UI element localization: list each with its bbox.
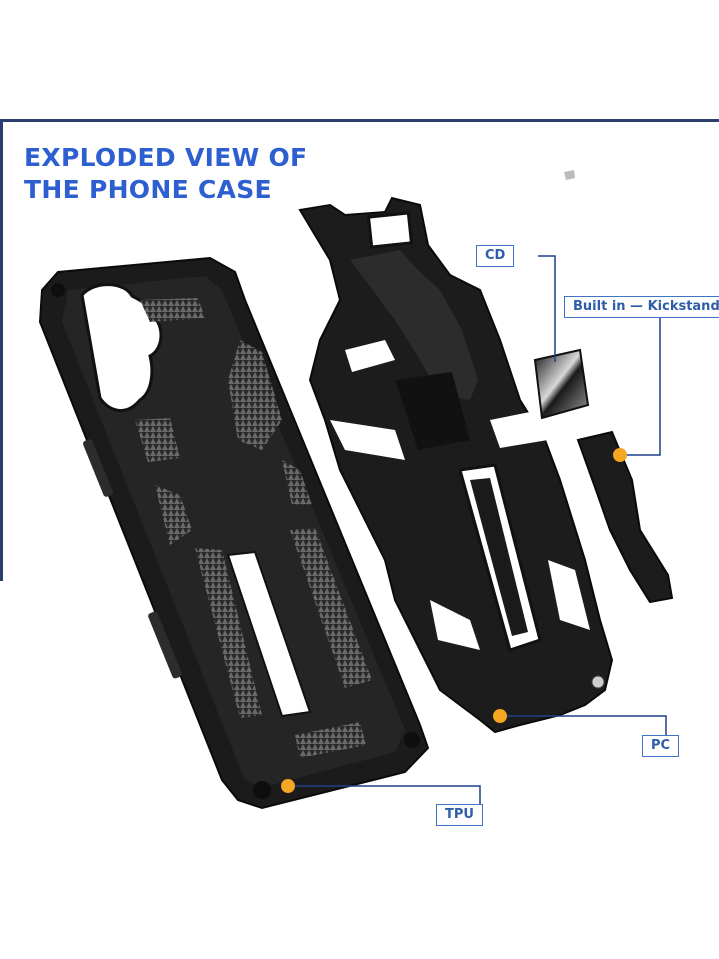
- label-cd: CD: [476, 245, 515, 267]
- label-pc: PC: [642, 735, 680, 757]
- label-kickstand: Built in — Kickstand: [564, 296, 719, 318]
- callout-lines: [288, 255, 667, 806]
- pc-frame: [298, 196, 614, 734]
- label-tpu: TPU: [436, 804, 483, 826]
- frame-top-border: [0, 119, 719, 122]
- tpu-back-shell: [38, 256, 430, 810]
- kickstand-callout-dot: [613, 448, 627, 462]
- tpu-callout-dot: [281, 779, 295, 793]
- headline-line-2: THE PHONE CASE: [24, 175, 272, 204]
- frame-left-border: [0, 119, 3, 581]
- kickstand-piece: [576, 430, 674, 604]
- headline: EXPLODED VIEW OF THE PHONE CASE: [24, 142, 307, 206]
- headline-line-1: EXPLODED VIEW OF: [24, 143, 308, 172]
- cd-metal-plate: [533, 348, 590, 420]
- screw-icon: [564, 170, 575, 180]
- pc-callout-dot: [493, 709, 507, 723]
